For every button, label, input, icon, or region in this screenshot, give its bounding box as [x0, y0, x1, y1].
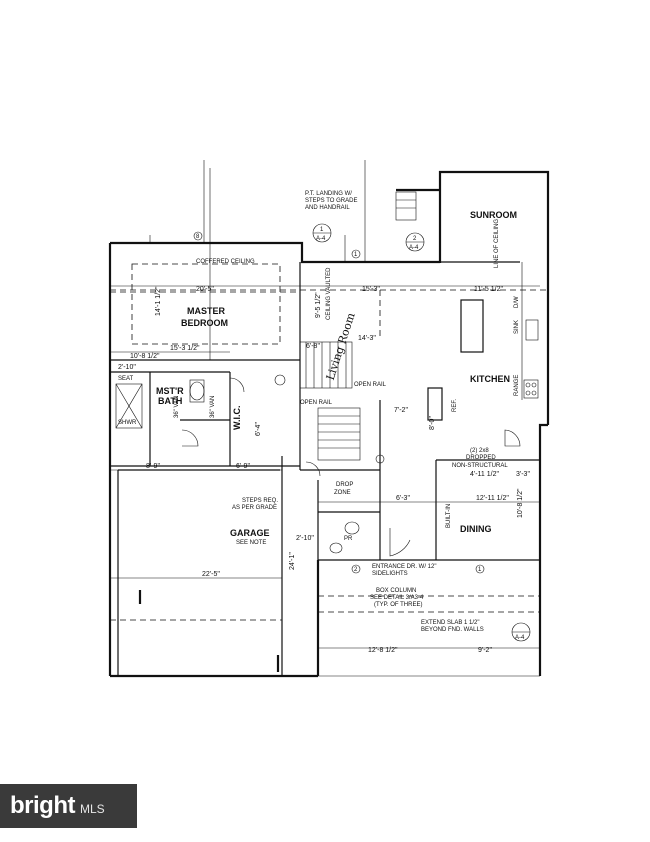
dim-24: 8'-0"	[429, 416, 436, 430]
dim-25: 6'-8"	[306, 343, 320, 350]
open-rail-note-1: OPEN RAIL	[354, 382, 387, 388]
stairs	[299, 191, 417, 461]
mls-label: MLS	[79, 802, 105, 816]
marker-7: 1	[354, 252, 358, 258]
kitchen-label: KITCHEN	[470, 374, 510, 384]
dining-label: DINING	[460, 524, 492, 534]
marker-1: 1	[320, 227, 324, 233]
vaulted-note: CEILING VAULTED	[326, 267, 332, 320]
dim-1: 20'-5"	[196, 286, 214, 293]
bright-logo: bright	[10, 792, 75, 819]
dim-8: 9'-5 1/2"	[315, 292, 322, 318]
marker-5: A-4	[515, 635, 525, 641]
landing-note-3: AND HANDRAIL	[305, 205, 350, 211]
marker-2: 2	[413, 236, 417, 242]
dim-16: 12'-11 1/2"	[476, 495, 509, 502]
dim-11: 6'-9"	[236, 463, 250, 470]
shower-note: SHWR	[118, 420, 137, 426]
dim-13: 4'-11 1/2"	[470, 471, 500, 478]
marker-8: 2	[354, 567, 358, 573]
dim-2: 14'-1 1/2"	[155, 286, 162, 316]
dashed-lines	[110, 263, 548, 621]
pr-label: PR	[344, 536, 353, 542]
extend-slab-note-1: EXTEND SLAB 1 1/2"	[421, 620, 480, 626]
box-column-note-3: (TYP. OF THREE)	[374, 602, 422, 608]
sunroom-label: SUNROOM	[470, 210, 517, 220]
seat-note: SEAT	[118, 376, 134, 382]
dim-19: 24'-1"	[289, 552, 296, 570]
box-column-note-1: BOX COLUMN	[376, 588, 416, 594]
ref-note: REF.	[452, 399, 458, 412]
dim-7: 11'-5 1/2"	[474, 286, 504, 293]
dim-9: 14'-3"	[358, 335, 376, 342]
marker-9: 1	[478, 567, 482, 573]
doors	[181, 377, 521, 557]
marker-6: 8	[196, 234, 200, 240]
master-bath-label-2: BATH	[158, 396, 182, 406]
dim-23: 6'-4"	[255, 422, 262, 436]
open-rail-note-2: OPEN RAIL	[300, 400, 333, 406]
drop-zone-label-2: ZONE	[334, 490, 351, 496]
coffered-note: COFFERED CEILING	[196, 259, 255, 265]
dim-12: 7'-2"	[394, 407, 408, 414]
dim-10: 8'-9"	[146, 463, 160, 470]
landing-note-1: P.T. LANDING W/	[305, 191, 352, 197]
dimension-lines	[110, 160, 540, 649]
dim-20: 12'-8 1/2"	[368, 647, 398, 654]
drop-zone-label-1: DROP	[336, 482, 353, 488]
built-in-note: BUILT-IN	[446, 504, 452, 528]
entrance-note-1: ENTRANCE DR. W/ 12"	[372, 564, 436, 570]
wic-label: W.I.C.	[232, 406, 242, 431]
range-note: RANGE	[514, 375, 520, 396]
dim-4: 10'-8 1/2"	[130, 353, 160, 360]
extend-slab-note-2: BEYOND FND. WALLS	[421, 627, 484, 633]
dim-3: 15'-3 1/2"	[170, 345, 200, 352]
vanity-note-2: 36" VAN	[210, 396, 216, 418]
marker-4: A-4	[409, 245, 419, 251]
see-note: SEE NOTE	[236, 540, 266, 546]
dw-note: D/W	[514, 296, 520, 308]
dim-5: 2'-10"	[118, 364, 136, 371]
master-bath-label-1: MST'R	[156, 386, 184, 396]
steps-req-note-1: STEPS REQ.	[242, 498, 278, 504]
marker-3: A-4	[316, 236, 326, 242]
dim-15: 6'-3"	[396, 495, 410, 502]
non-structural-note: NON-STRUCTURAL	[452, 463, 508, 469]
garage-label: GARAGE	[230, 528, 270, 538]
line-of-ceiling-note: LINE OF CEILING	[494, 219, 500, 268]
dim-17: 10'-8 1/2"	[517, 488, 524, 518]
dim-6: 15'-3"	[362, 286, 380, 293]
bright-mls-watermark: bright MLS	[0, 784, 137, 828]
master-label-2: BEDROOM	[181, 318, 228, 328]
dim-14: 3'-3"	[516, 471, 530, 478]
entrance-note-2: SIDELIGHTS	[372, 571, 408, 577]
sink-note: SINK	[514, 320, 520, 334]
section-markers	[193, 223, 531, 642]
living-room-label: Living Room	[324, 311, 358, 382]
dim-21: 9'-2"	[478, 647, 492, 654]
dim-18: 22'-5"	[202, 571, 220, 578]
dim-22: 2'-10"	[296, 535, 314, 542]
master-label-1: MASTER	[187, 306, 226, 316]
exterior-walls	[108, 170, 550, 678]
steps-req-note-2: AS PER GRADE	[232, 505, 277, 511]
interior-walls	[110, 261, 540, 676]
dropped-note-2: DROPPED	[466, 455, 496, 461]
vanity-note-1: 36" VAN	[174, 396, 180, 418]
landing-note-2: STEPS TO GRADE	[305, 198, 357, 204]
box-column-note-2: SEE DETAIL 3/A3-4	[370, 595, 424, 601]
dropped-note-1: (2) 2x8	[470, 448, 489, 454]
